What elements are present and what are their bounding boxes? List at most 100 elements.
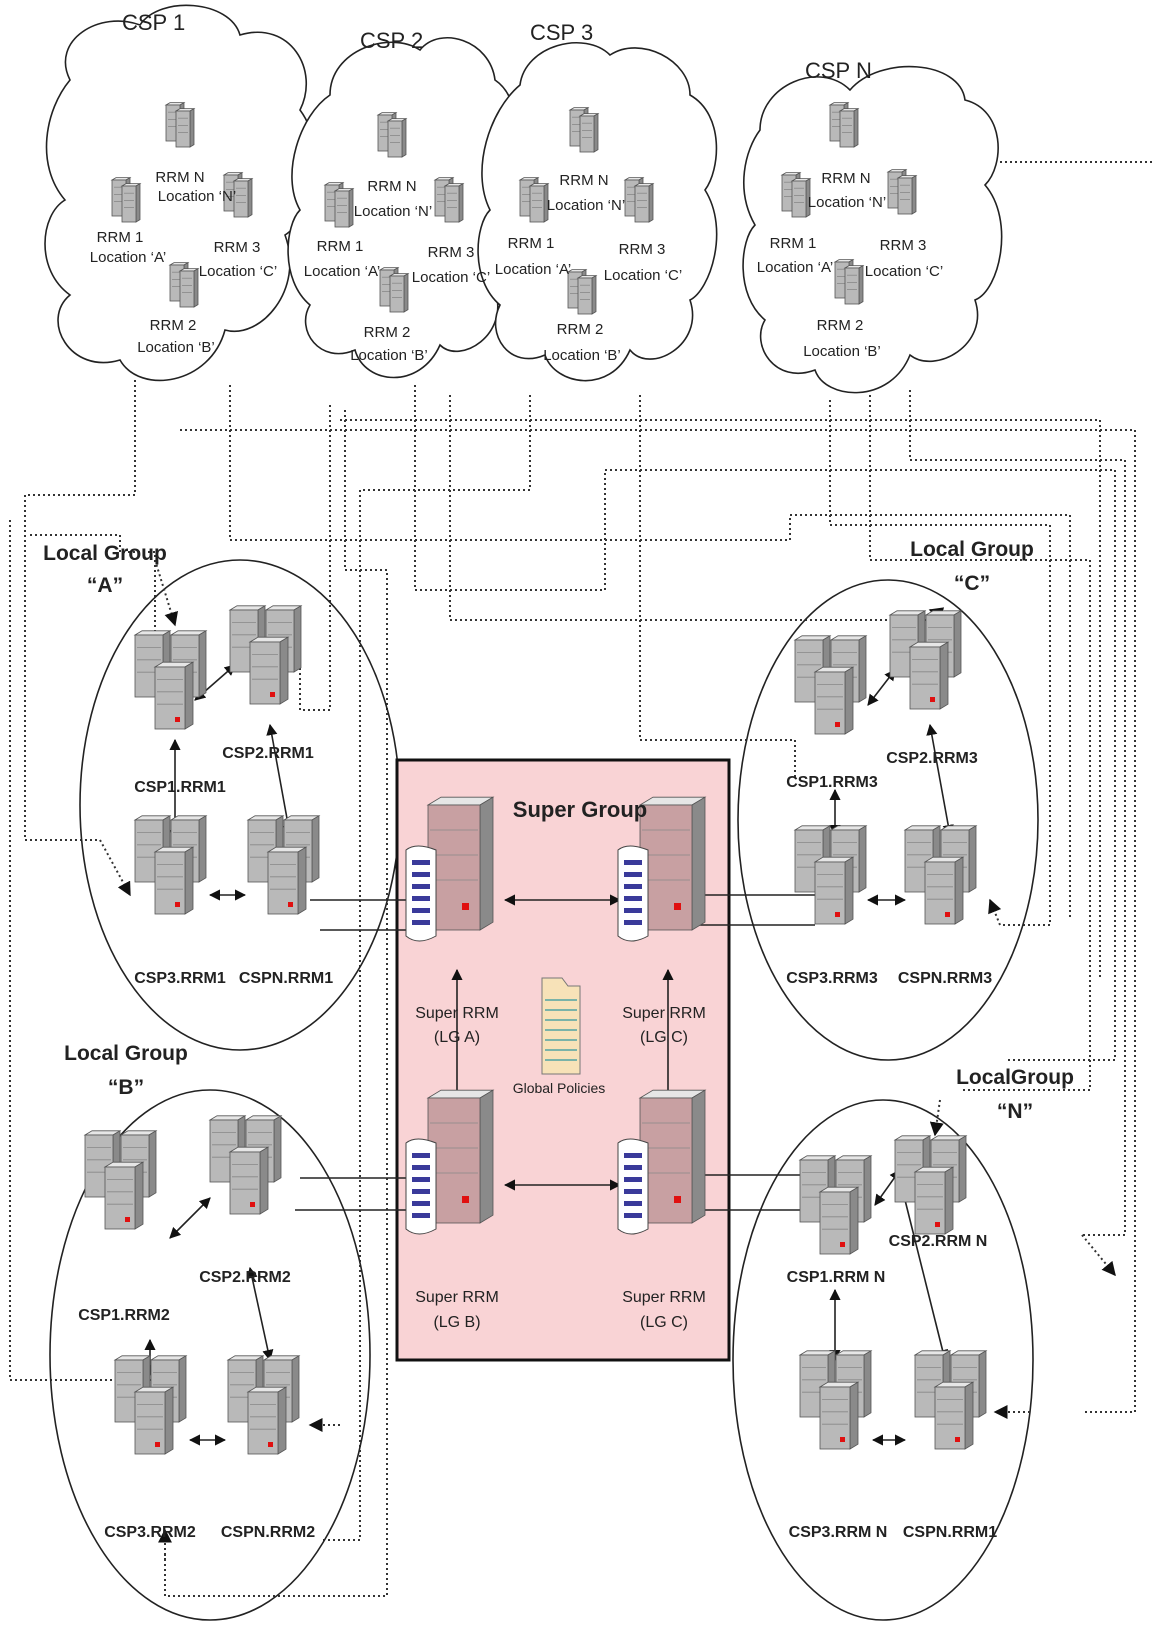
local-group-n-boundary [733,1100,1033,1620]
rrm-server-icon [325,183,353,227]
rrm-server-icon [835,260,863,304]
rrm-label: RRM 1 [317,238,364,255]
location-label: Location ‘N’ [354,203,432,220]
server-cluster-icon [248,816,319,914]
rrm-label: RRM 3 [214,239,261,256]
server-label: CSP3.RRM3 [786,970,878,987]
location-label: Location ‘C’ [199,263,277,280]
server-cluster-icon [800,1351,871,1449]
local-group-c-boundary [738,580,1038,1060]
super-rrm-label: Super RRM [415,1289,499,1306]
location-label: Location ‘B’ [803,343,881,360]
group-title: Local Group [64,1042,188,1065]
server-cluster-icon [905,826,976,924]
rrm-label: RRM 2 [817,317,864,334]
location-label: Location ‘B’ [350,347,428,364]
rrm-server-icon [112,178,140,222]
server-label: CSP1.RRM N [787,1269,886,1286]
server-cluster-icon [890,611,961,709]
rrm-label: RRM N [367,178,416,195]
server-cluster-icon [228,1356,299,1454]
server-label: CSP2.RRM3 [886,750,978,767]
super-group-title: Super Group [513,797,647,822]
rrm-server-icon [888,170,916,214]
server-label: CSP2.RRM2 [199,1269,291,1286]
location-label: Location ‘A’ [757,259,833,276]
super-rrm-label: Super RRM [622,1005,706,1022]
super-rrm-sub: (LG B) [433,1314,480,1331]
rrm-server-icon [380,268,408,312]
rrm-label: RRM 3 [880,237,927,254]
location-label: Location ‘A’ [495,261,571,278]
rrm-label: RRM N [559,172,608,189]
rrm-server-icon [830,103,858,147]
location-label: Location ‘N’ [547,197,625,214]
server-label: CSPN.RRM3 [898,970,992,987]
server-label: CSP3.RRM1 [134,970,226,987]
group-title: “A” [87,574,123,597]
rrm-server-icon [170,263,198,307]
server-cluster-icon [85,1131,156,1229]
server-cluster-icon [135,631,206,729]
server-label: CSP1.RRM2 [78,1307,170,1324]
group-title: LocalGroup [956,1066,1074,1089]
server-label: CSPN.RRM2 [221,1524,315,1541]
location-label: Location ‘A’ [304,263,380,280]
location-label: Location ‘A’ [90,249,166,266]
server-cluster-icon [800,1156,871,1254]
cloud-title: CSP N [805,58,872,83]
super-rrm-sub: (LG C) [640,1029,688,1046]
rrm-server-icon [520,178,548,222]
super-rrm-label: Super RRM [415,1005,499,1022]
rrm-label: RRM 1 [770,235,817,252]
server-label: CSP2.RRM N [889,1233,988,1250]
rrm-server-icon [166,103,194,147]
group-title: “B” [108,1076,144,1099]
rrm-label: RRM N [155,169,204,186]
group-title: “N” [997,1100,1033,1123]
rrm-server-icon [782,173,810,217]
location-label: Location ‘C’ [604,267,682,284]
server-cluster-icon [795,826,866,924]
rrm-label: RRM 1 [97,229,144,246]
group-title: Local Group [43,542,167,565]
location-label: Location ‘B’ [543,347,621,364]
global-policies-icon [542,978,580,1074]
group-title: Local Group [910,538,1034,561]
super-rrm-sub: (LG C) [640,1314,688,1331]
server-label: CSP1.RRM3 [786,774,878,791]
server-cluster-icon [135,816,206,914]
rrm-server-icon [625,178,653,222]
server-label: CSP1.RRM1 [134,779,226,796]
rrm-label: RRM 2 [364,324,411,341]
rrm-server-icon [570,108,598,152]
location-label: Location ‘C’ [865,263,943,280]
location-label: Location ‘B’ [137,339,215,356]
rrm-label: RRM 2 [557,321,604,338]
server-label: CSPN.RRM1 [903,1524,997,1541]
cloud-title: CSP 1 [122,10,185,35]
rrm-server-icon [378,113,406,157]
location-label: Location ‘N’ [808,194,886,211]
rrm-label: RRM 1 [508,235,555,252]
server-cluster-icon [230,606,301,704]
super-rrm-label: Super RRM [622,1289,706,1306]
rrm-server-icon [568,270,596,314]
server-cluster-icon [895,1136,966,1234]
rrm-server-icon [435,178,463,222]
rrm-label: RRM 2 [150,317,197,334]
location-label: Location ‘C’ [412,269,490,286]
group-title: “C” [954,572,990,595]
rrm-label: RRM 3 [428,244,475,261]
rrm-label: RRM 3 [619,241,666,258]
cloud-title: CSP 2 [360,28,423,53]
server-label: CSP3.RRM N [789,1524,888,1541]
server-label: CSPN.RRM1 [239,970,333,987]
server-cluster-icon [210,1116,281,1214]
super-rrm-sub: (LG A) [434,1029,480,1046]
global-policies-label: Global Policies [513,1080,606,1096]
rrm-label: RRM N [821,170,870,187]
server-label: CSP2.RRM1 [222,745,314,762]
cloud-title: CSP 3 [530,20,593,45]
